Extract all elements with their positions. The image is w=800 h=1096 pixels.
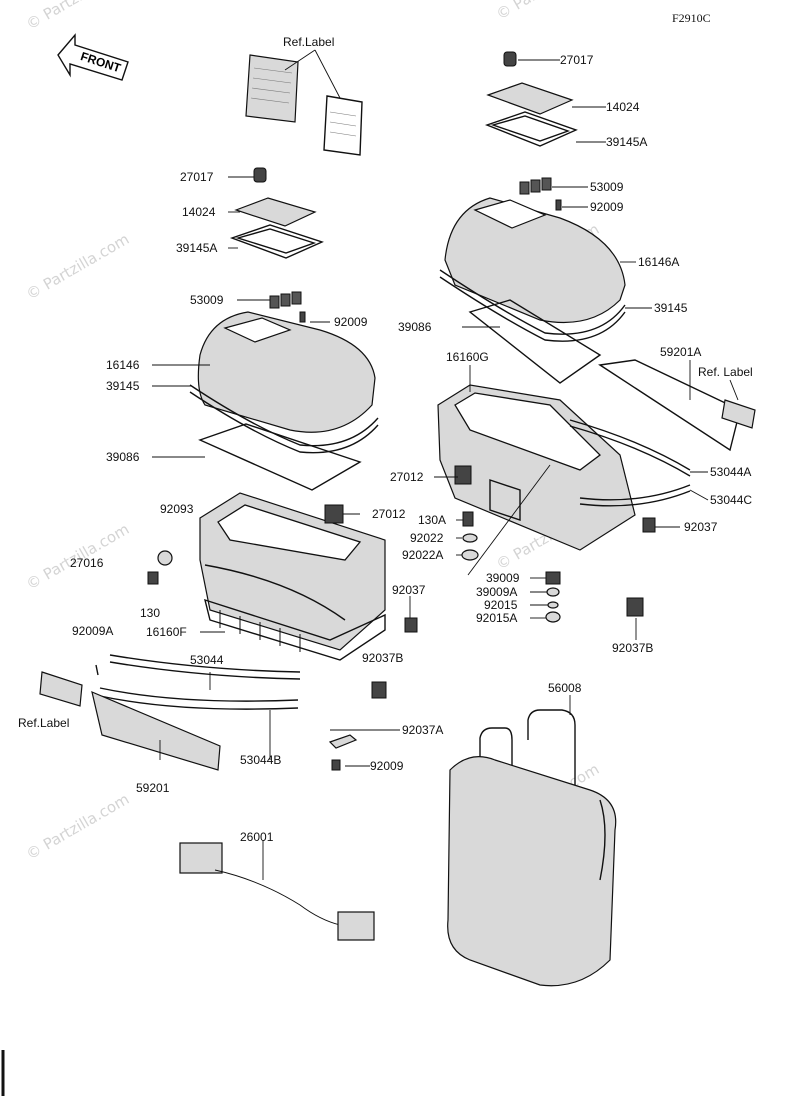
part-label-26001: 26001 — [240, 830, 274, 844]
part-label-39145-right: 39145 — [654, 301, 688, 315]
part-label-92037A: 92037A — [402, 723, 443, 737]
part-label-53044C: 53044C — [710, 493, 752, 507]
part-label-92009-bottom: 92009 — [370, 759, 404, 773]
part-label-92037B-left: 92037B — [362, 651, 403, 665]
part-label-39009A: 39009A — [476, 585, 517, 599]
part-label-56008: 56008 — [548, 681, 582, 695]
part-label-92009-right: 92009 — [590, 200, 624, 214]
part-label-92015A: 92015A — [476, 611, 517, 625]
part-label-92093: 92093 — [160, 502, 194, 516]
part-label-16160G: 16160G — [446, 350, 489, 364]
part-labels: Ref.Label 27017 14024 39145A 53009 92009… — [18, 35, 753, 844]
part-label-16146A: 16146A — [638, 255, 679, 269]
part-label-59201: 59201 — [136, 781, 170, 795]
left-lid — [189, 311, 379, 491]
ref-label-right: Ref. Label — [698, 365, 753, 379]
left-case-body — [95, 492, 418, 699]
part-label-14024-left: 14024 — [182, 205, 216, 219]
part-label-16160F: 16160F — [146, 625, 187, 639]
part-label-92037-left: 92037 — [392, 583, 426, 597]
part-label-16146: 16146 — [106, 358, 140, 372]
part-label-27017-left: 27017 — [180, 170, 214, 184]
right-lid-parts — [484, 51, 578, 211]
part-label-92037B-right: 92037B — [612, 641, 653, 655]
watermark: © Partzilla.com — [23, 790, 132, 863]
right-lid — [439, 197, 626, 384]
part-label-27017-right: 27017 — [560, 53, 594, 67]
part-label-130: 130 — [140, 606, 160, 620]
watermark: © Partzilla.com — [493, 0, 602, 23]
part-label-92022A: 92022A — [402, 548, 443, 562]
part-label-27016: 27016 — [70, 556, 104, 570]
part-label-39145A-right: 39145A — [606, 135, 647, 149]
watermark: © Partzilla.com — [23, 230, 132, 303]
leader-lines — [152, 59, 739, 880]
ref-label-left: Ref.Label — [18, 716, 69, 730]
left-lid-parts — [229, 167, 324, 323]
part-label-27012-right: 27012 — [390, 470, 424, 484]
front-arrow-icon: FRONT — [57, 33, 129, 81]
wire-harness — [179, 842, 375, 941]
part-label-39145A-left: 39145A — [176, 241, 217, 255]
part-label-92009A: 92009A — [72, 624, 113, 638]
ref-label-sheets — [245, 49, 363, 156]
part-label-39086-left: 39086 — [106, 450, 140, 464]
part-label-53044B: 53044B — [240, 753, 281, 767]
part-label-14024-right: 14024 — [606, 100, 640, 114]
bag — [447, 709, 617, 987]
part-label-39009: 39009 — [486, 571, 520, 585]
part-label-27012-left: 27012 — [372, 507, 406, 521]
part-label-92015: 92015 — [484, 598, 518, 612]
part-label-92009-left: 92009 — [334, 315, 368, 329]
part-label-53009-right: 53009 — [590, 180, 624, 194]
figure-code: F2910C — [672, 11, 711, 25]
part-label-53009-left: 53009 — [190, 293, 224, 307]
part-label-53044: 53044 — [190, 653, 224, 667]
ref-label-top: Ref.Label — [283, 35, 334, 49]
part-label-59201A: 59201A — [660, 345, 701, 359]
part-label-92022: 92022 — [410, 531, 444, 545]
right-case-body — [437, 359, 756, 623]
part-label-130A: 130A — [418, 513, 446, 527]
part-label-92037-right: 92037 — [684, 520, 718, 534]
part-label-39145-left: 39145 — [106, 379, 140, 393]
watermark: © Partzilla.com — [23, 0, 132, 33]
part-label-53044A: 53044A — [710, 465, 751, 479]
left-lower-parts — [39, 654, 358, 771]
part-label-39086-right: 39086 — [398, 320, 432, 334]
